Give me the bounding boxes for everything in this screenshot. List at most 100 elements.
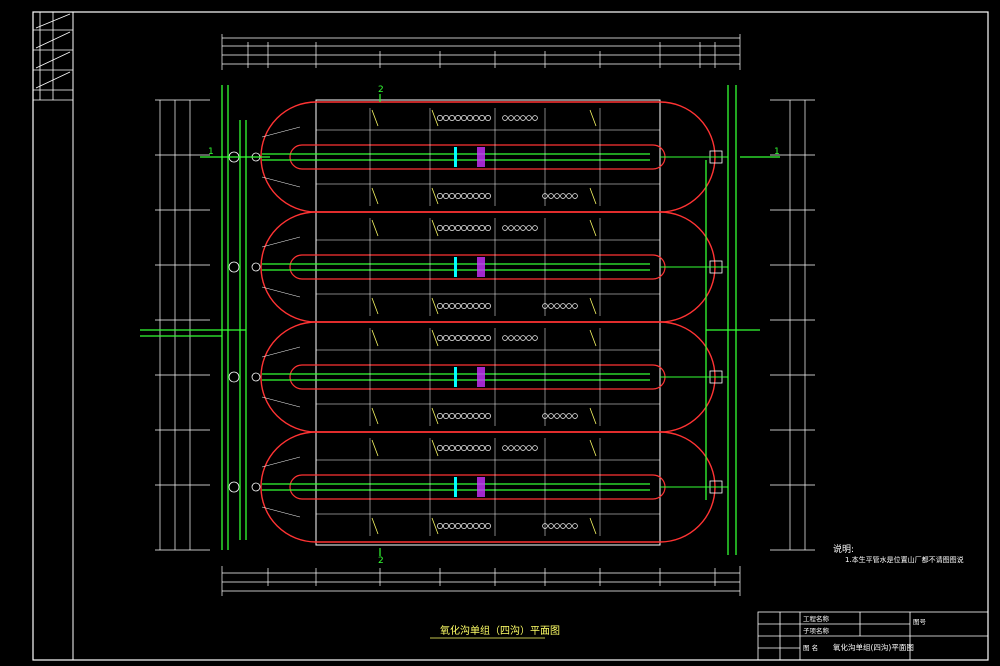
mixer-marker: [477, 367, 485, 387]
aerator-disc: [473, 523, 479, 529]
aerator-disc: [443, 445, 449, 451]
valve-circle: [228, 371, 240, 383]
aerator-disc: [455, 335, 461, 341]
aerator-disc: [485, 115, 491, 121]
aerator-disc: [437, 523, 443, 529]
aerator-disc: [443, 303, 449, 309]
aerator-disc: [532, 225, 538, 231]
aerator-disc: [467, 445, 473, 451]
oxidation-ditch-tanks: [228, 99, 728, 546]
aerator-disc: [437, 225, 443, 231]
aerator-disc: [455, 303, 461, 309]
aerator-disc: [461, 413, 467, 419]
aerator-disc: [485, 225, 491, 231]
ditch-outer-wall: [260, 321, 716, 433]
aerator-disc: [455, 115, 461, 121]
top-dimensions: [221, 34, 741, 70]
aerator-disc: [566, 523, 572, 529]
section-label-1-right: 1: [774, 147, 780, 157]
aerator-disc: [455, 445, 461, 451]
aerator-disc: [485, 445, 491, 451]
annotation-tick: [589, 329, 597, 347]
annotation-tick: [589, 109, 597, 127]
aerator-disc: [508, 445, 514, 451]
section-label-2-top: 2: [378, 85, 384, 95]
right-pipe-header: [705, 85, 760, 555]
aerator-disc: [473, 413, 479, 419]
aerator-disc: [473, 225, 479, 231]
aerator-disc: [467, 193, 473, 199]
valve-circle: [251, 372, 261, 382]
aerator-disc: [542, 303, 548, 309]
leader-line: [261, 236, 301, 248]
aerator-disc: [479, 225, 485, 231]
leader-line: [261, 286, 301, 298]
annotation-tick: [371, 297, 379, 315]
aerator-disc: [467, 523, 473, 529]
aerator-disc: [479, 445, 485, 451]
ditch-outer-wall: [260, 211, 716, 323]
aerator-disc: [479, 523, 485, 529]
aerator-disc: [508, 225, 514, 231]
aerator-disc: [467, 413, 473, 419]
aerator-disc: [473, 193, 479, 199]
aerator-disc: [532, 115, 538, 121]
aerator-disc: [467, 115, 473, 121]
aerator-disc: [449, 303, 455, 309]
aerator-disc: [560, 303, 566, 309]
leader-line: [261, 126, 301, 138]
aerator-disc: [449, 115, 455, 121]
title-block-project: 工程名称: [803, 614, 830, 623]
aerator-disc: [461, 115, 467, 121]
ditch-outer-wall: [260, 431, 716, 543]
title-block-map-label: 图 名: [803, 643, 818, 652]
annotation-tick: [371, 187, 379, 205]
aerator-disc: [548, 193, 554, 199]
aerator-disc: [473, 445, 479, 451]
aerator-disc: [542, 193, 548, 199]
ditch-outer-wall: [260, 101, 716, 213]
annotation-tick: [589, 297, 597, 315]
gate-marker: [454, 477, 457, 497]
title-block: [757, 611, 989, 661]
annotation-tick: [431, 297, 439, 315]
aerator-disc: [443, 413, 449, 419]
annotation-tick: [431, 187, 439, 205]
gate-marker: [454, 147, 457, 167]
right-dimensions: [770, 99, 815, 551]
aerator-disc: [554, 523, 560, 529]
annotation-tick: [431, 109, 439, 127]
title-block-sub-item: 子项名称: [803, 626, 830, 635]
aerator-disc: [548, 303, 554, 309]
annotation-tick: [589, 439, 597, 457]
aerator-disc: [520, 115, 526, 121]
aerator-disc: [502, 225, 508, 231]
aerator-disc: [520, 225, 526, 231]
aerator-disc: [473, 335, 479, 341]
aerator-disc: [514, 335, 520, 341]
aerator-disc: [443, 523, 449, 529]
aerator-disc: [455, 193, 461, 199]
aerator-disc: [572, 413, 578, 419]
aerator-disc: [479, 303, 485, 309]
aerator-disc: [554, 193, 560, 199]
aerator-disc: [449, 413, 455, 419]
aerator-disc: [461, 335, 467, 341]
aerator-disc: [443, 225, 449, 231]
annotation-tick: [431, 219, 439, 237]
aerator-disc: [455, 225, 461, 231]
section-markers: [200, 94, 780, 556]
bottom-dimensions: [221, 566, 741, 596]
aerator-disc: [566, 413, 572, 419]
aerator-disc: [437, 193, 443, 199]
aerator-disc: [520, 335, 526, 341]
aerator-disc: [467, 303, 473, 309]
aerator-disc: [532, 445, 538, 451]
annotation-tick: [431, 517, 439, 535]
aerator-disc: [467, 225, 473, 231]
aerator-disc: [526, 335, 532, 341]
aerator-disc: [526, 115, 532, 121]
aerator-disc: [449, 335, 455, 341]
notes-item: 1.本生平管水是位置山厂都不请图图说: [845, 555, 964, 564]
aerator-disc: [485, 523, 491, 529]
